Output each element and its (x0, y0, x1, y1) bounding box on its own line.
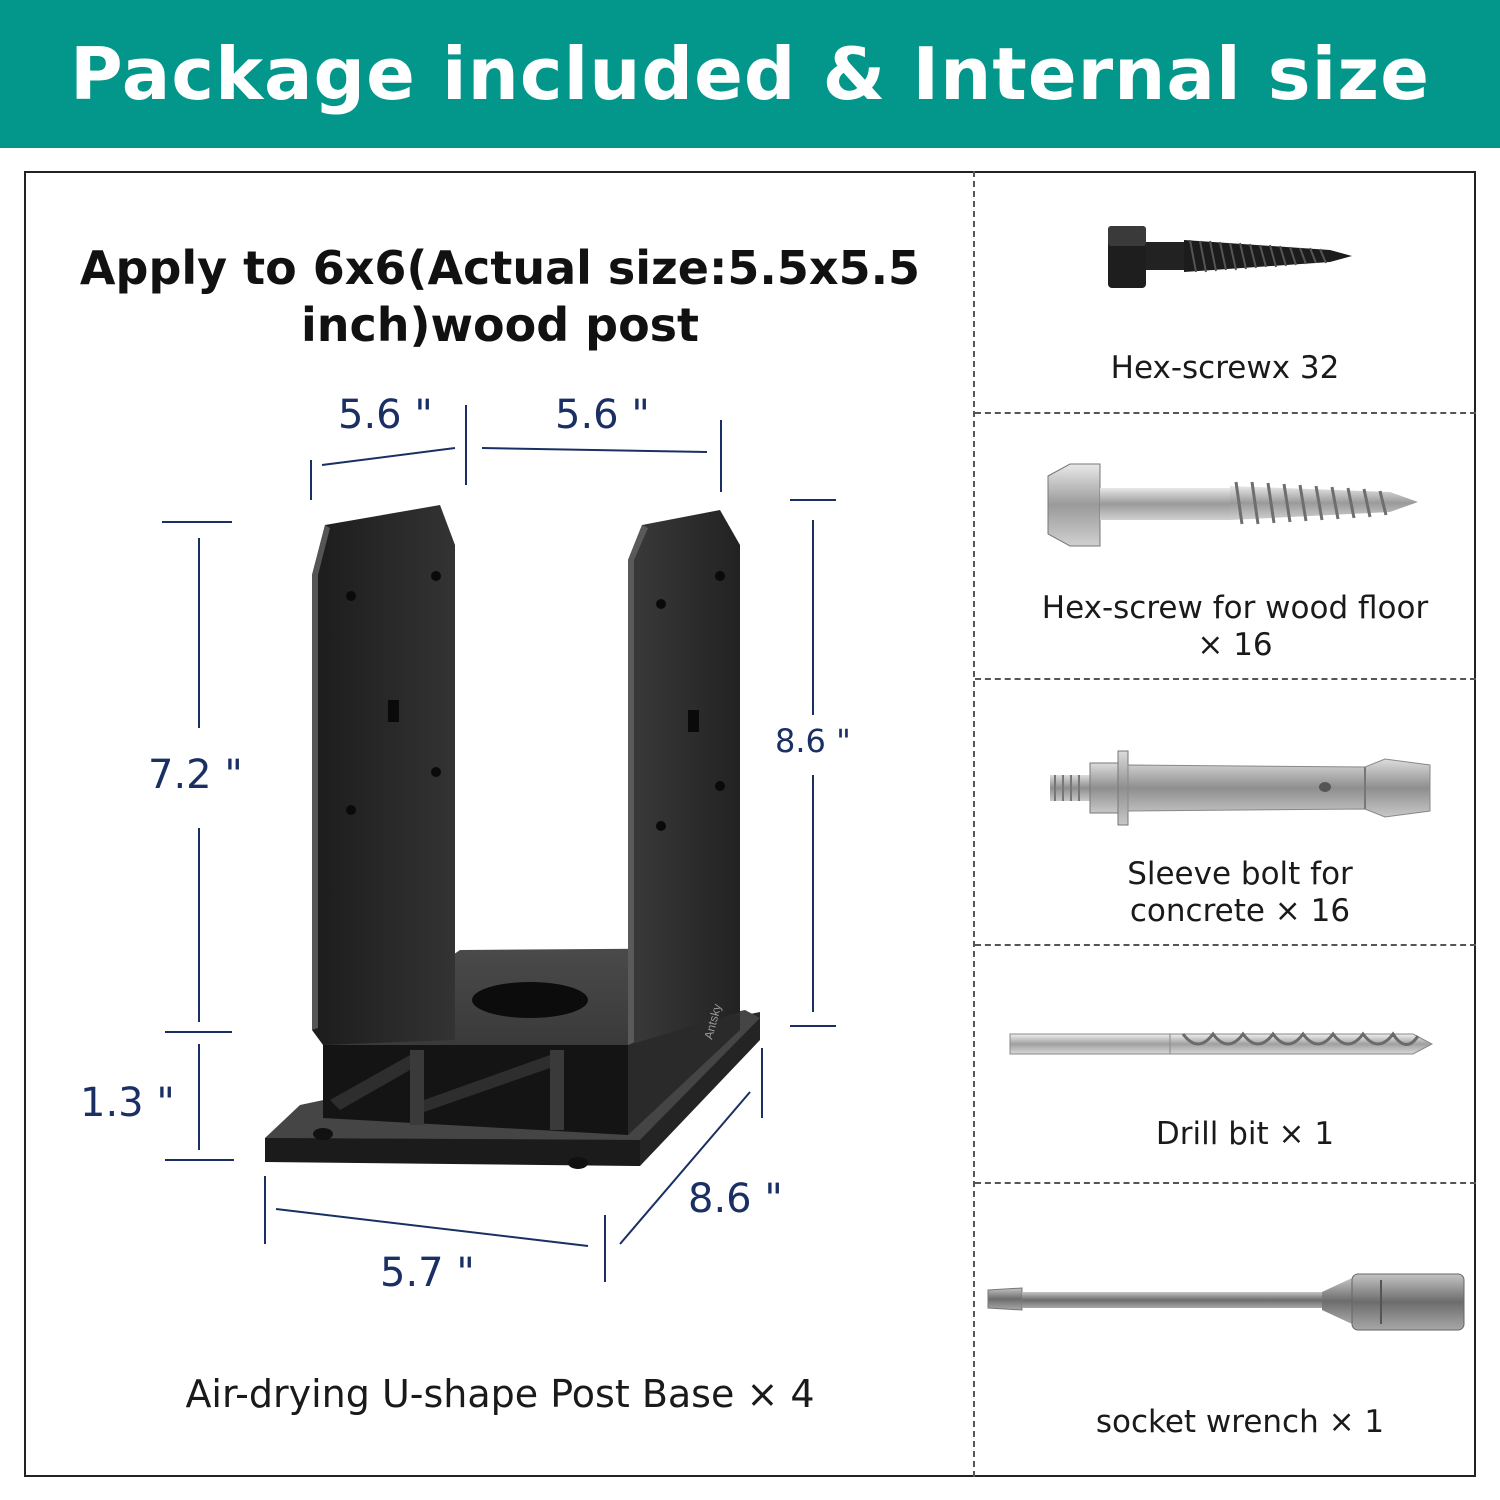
dimension-top-right: 5.6 " (555, 392, 650, 438)
row-divider (975, 944, 1476, 946)
post-base-caption: Air-drying U-shape Post Base × 4 (185, 1372, 815, 1416)
dimension-inner-height: 7.2 " (148, 752, 243, 798)
lower-box (323, 1010, 740, 1135)
row-divider (975, 1182, 1476, 1184)
dimension-base-width: 5.7 " (380, 1250, 475, 1296)
accessory-caption-5: socket wrench × 1 (1095, 1404, 1385, 1440)
right-wall: Antsky (628, 510, 740, 1045)
dimension-top-left: 5.6 " (338, 392, 433, 438)
accessory-caption-1: Hex-screwx 32 (1110, 350, 1340, 386)
apply-to-text: Apply to 6x6(Actual size:5.5x5.5 inch)wo… (79, 241, 921, 352)
row-divider (975, 678, 1476, 680)
dimension-base-height: 1.3 " (80, 1080, 175, 1126)
accessory-caption-4: Drill bit × 1 (1155, 1116, 1335, 1152)
dimension-lines (162, 405, 836, 1282)
dimension-outer-height: 8.6 " (775, 722, 851, 760)
content-frame (24, 171, 1476, 1477)
accessory-caption-3: Sleeve bolt for concrete × 16 (1127, 856, 1353, 929)
left-wall (312, 505, 455, 1045)
row-divider (975, 412, 1476, 414)
header-banner: Package included & Internal size (0, 0, 1500, 148)
dimension-base-depth: 8.6 " (688, 1176, 783, 1222)
lag-screw-icon (1047, 463, 1418, 547)
socket-wrench-icon (987, 1273, 1465, 1331)
sleeve-bolt-icon (1050, 750, 1431, 826)
column-divider (973, 171, 975, 1477)
accessory-caption-2: Hex-screw for wood floor × 16 (1041, 590, 1429, 663)
drill-bit-icon (1009, 1031, 1434, 1055)
post-base-illustration: Antsky (162, 405, 836, 1282)
page-title: Package included & Internal size (69, 32, 1431, 116)
hex-screw-icon (1108, 226, 1352, 288)
